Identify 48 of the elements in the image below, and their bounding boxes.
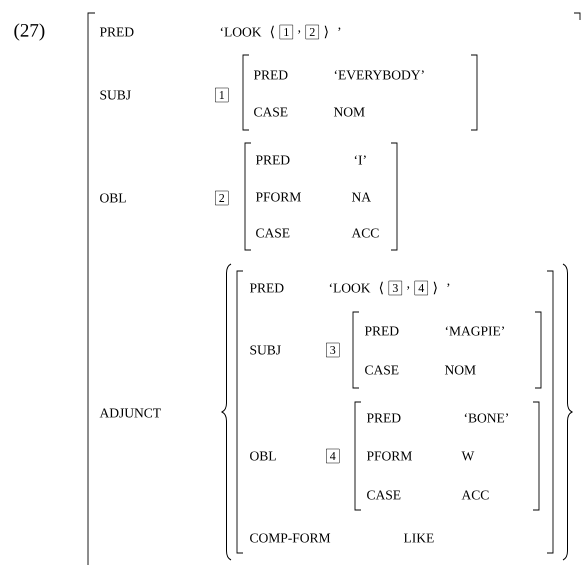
feature-value: , — [298, 30, 300, 34]
angle-bracket: ⟩ — [434, 282, 437, 294]
feature-name: PRED — [250, 284, 284, 292]
feature-value: , — [407, 286, 410, 290]
boxed-tag: 3 — [388, 280, 402, 296]
boxed-tag: 2 — [215, 190, 228, 206]
feature-name: PRED — [100, 28, 134, 36]
feature-name: PFORM — [256, 192, 301, 202]
angle-bracket: ⟩ — [324, 26, 328, 38]
boxed-tag: 4 — [414, 280, 428, 296]
feature-value: ‘LOOK — [220, 27, 262, 37]
angle-bracket: ⟨ — [270, 26, 274, 38]
feature-name: OBL — [250, 451, 276, 461]
angle-bracket: ⟨ — [380, 282, 383, 294]
feature-value: ‘BONE’ — [464, 413, 508, 423]
feature-name: CASE — [256, 228, 290, 238]
feature-value: ACC — [462, 490, 489, 500]
feature-name: SUBJ — [100, 90, 131, 100]
boxed-tag: 4 — [326, 448, 340, 464]
boxed-tag: 2 — [306, 24, 320, 40]
feature-name: PFORM — [366, 451, 412, 461]
feature-name: OBL — [100, 193, 126, 203]
feature-value: ’ — [338, 28, 340, 31]
boxed-tag: 3 — [326, 342, 340, 358]
feature-name: SUBJ — [250, 345, 281, 355]
feature-name: CASE — [365, 365, 398, 375]
feature-name: PRED — [256, 156, 290, 164]
example-number: (27) — [14, 23, 44, 41]
feature-name: CASE — [254, 107, 288, 117]
feature-name: PRED — [366, 414, 400, 422]
feature-name: ADJUNCT — [100, 408, 161, 418]
feature-name: PRED — [254, 70, 288, 80]
feature-value: ‘MAGPIE’ — [446, 326, 504, 336]
feature-name: PRED — [364, 326, 398, 336]
boxed-tag: 1 — [215, 88, 228, 102]
feature-value: ‘I’ — [354, 156, 366, 164]
feature-value: ’ — [447, 284, 450, 287]
feature-value: NOM — [334, 107, 365, 117]
feature-value: ACC — [352, 228, 379, 238]
feature-value: ‘LOOK — [330, 283, 370, 293]
feature-value: W — [462, 451, 474, 461]
feature-name: CASE — [367, 490, 400, 500]
feature-value: LIKE — [404, 534, 434, 542]
feature-value: NOM — [444, 365, 476, 375]
boxed-tag: 1 — [280, 24, 294, 40]
feature-value: ‘EVERYBODY’ — [334, 70, 424, 80]
feature-value: NA — [352, 192, 371, 202]
feature-name: COMP-FORM — [250, 533, 330, 543]
